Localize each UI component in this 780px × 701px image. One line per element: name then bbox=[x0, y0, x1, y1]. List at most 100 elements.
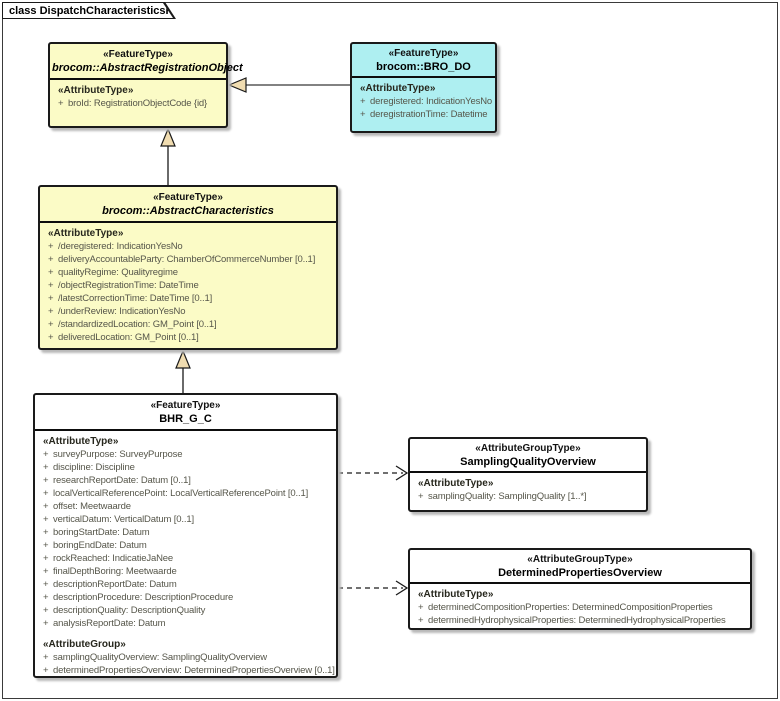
attribute-compartment: «AttributeType» +broId: RegistrationObje… bbox=[50, 80, 226, 112]
attribute-list: + determinedCompositionProperties: Determ… bbox=[414, 601, 748, 627]
attribute-text: determinedCompositionProperties: Determi… bbox=[428, 602, 713, 613]
attribute-text: deliveryAccountableParty: ChamberOfComme… bbox=[58, 254, 316, 265]
attribute-list: + samplingQuality: SamplingQuality [1..*] bbox=[414, 490, 644, 503]
attribute-row: +descriptionReportDate: Datum bbox=[39, 578, 334, 591]
attribute-row: + descriptionProcedure: DescriptionProced… bbox=[39, 591, 334, 604]
attribute-row: +/objectRegistrationTime: DateTime bbox=[44, 279, 334, 292]
class-name: BHR_G_C bbox=[159, 413, 212, 425]
attribute-text: samplingQuality: SamplingQuality [1..*] bbox=[428, 491, 587, 502]
class-name: brocom::AbstractCharacteristics bbox=[102, 205, 274, 217]
visibility-public-icon: + bbox=[43, 501, 49, 512]
attribute-text: researchReportDate: Datum [0..1] bbox=[53, 475, 191, 486]
class-header: «FeatureType» brocom::AbstractRegistrati… bbox=[50, 44, 243, 80]
attribute-text: descriptionProcedure: DescriptionProcedu… bbox=[53, 592, 234, 603]
attribute-row: + localVerticalReferencePoint: LocalVerti… bbox=[39, 487, 334, 500]
attribute-compartment: «AttributeType» +/deregistered: Indicati… bbox=[40, 223, 336, 346]
class-abstractregistrationobject[interactable]: «FeatureType» brocom::AbstractRegistrati… bbox=[48, 42, 243, 128]
class-header: «FeatureType» brocom::AbstractCharacteri… bbox=[40, 187, 336, 223]
diagram-title-tab: class DispatchCharacteristicsResponse2 bbox=[2, 2, 176, 19]
attribute-compartment: «AttributeType» + determinedCompositionPr… bbox=[410, 584, 750, 629]
attribute-text: samplingQualityOverview: SamplingQuality… bbox=[53, 652, 268, 663]
attribute-row: + deliveredLocation: GM_Point [0..1] bbox=[44, 331, 334, 344]
visibility-public-icon: + bbox=[418, 491, 424, 502]
attribute-text: analysisReportDate: Datum bbox=[53, 618, 166, 629]
visibility-public-icon: + bbox=[43, 488, 49, 499]
attribute-text: offset: Meetwaarde bbox=[53, 501, 131, 512]
attribute-text: /objectRegistrationTime: DateTime bbox=[58, 280, 199, 291]
attribute-row: +/deregistered: IndicationYesNo bbox=[44, 240, 334, 253]
attribute-row: +deregistered: IndicationYesNo bbox=[356, 95, 493, 108]
attribute-text: verticalDatum: VerticalDatum [0..1] bbox=[53, 514, 194, 525]
attribute-row: +boringEndDate: Datum bbox=[39, 539, 334, 552]
visibility-public-icon: + bbox=[43, 618, 49, 629]
attribute-text: surveyPurpose: SurveyPurpose bbox=[53, 449, 183, 460]
attribute-text: deliveredLocation: GM_Point [0..1] bbox=[58, 332, 199, 343]
class-bhrgc[interactable]: «FeatureType» BHR_G_C «AttributeType» +s… bbox=[33, 393, 338, 678]
visibility-public-icon: + bbox=[43, 553, 49, 564]
attribute-text: qualityRegime: Qualityregime bbox=[58, 267, 178, 278]
attribute-row: +surveyPurpose: SurveyPurpose bbox=[39, 448, 334, 461]
visibility-public-icon: + bbox=[43, 579, 49, 590]
class-name: brocom::AbstractRegistrationObject bbox=[52, 62, 243, 74]
class-abstractcharacteristics[interactable]: «FeatureType» brocom::AbstractCharacteri… bbox=[38, 185, 338, 350]
attribute-row: + offset: Meetwaarde bbox=[39, 500, 334, 513]
attribute-text: boringStartDate: Datum bbox=[53, 527, 150, 538]
visibility-public-icon: + bbox=[48, 332, 54, 343]
class-stereotype: «FeatureType» bbox=[103, 49, 173, 60]
attribute-compartment: «AttributeType» + samplingQuality: Sampli… bbox=[410, 473, 646, 505]
attribute-list: +/deregistered: IndicationYesNo+delivery… bbox=[44, 240, 334, 344]
attribute-list: +deregistered: IndicationYesNo+ deregistr… bbox=[356, 95, 493, 121]
visibility-public-icon: + bbox=[360, 109, 366, 120]
section-label: «AttributeType» bbox=[360, 83, 436, 94]
attribute-row: + analysisReportDate: Datum bbox=[39, 617, 334, 630]
class-stereotype: «FeatureType» bbox=[153, 192, 223, 203]
attribute-text: /underReview: IndicationYesNo bbox=[58, 306, 186, 317]
attribute-list: +samplingQualityOverview: SamplingQualit… bbox=[39, 651, 335, 677]
class-stereotype: «FeatureType» bbox=[388, 48, 459, 59]
attribute-text: determinedHydrophysicalProperties: Deter… bbox=[428, 615, 726, 626]
attribute-text: deregistrationTime: Datetime bbox=[370, 109, 488, 120]
attribute-text: localVerticalReferencePoint: LocalVertic… bbox=[53, 488, 309, 499]
visibility-public-icon: + bbox=[43, 605, 49, 616]
visibility-public-icon: + bbox=[360, 96, 366, 107]
class-brodo[interactable]: «FeatureType» brocom::BRO_DO «AttributeT… bbox=[350, 42, 497, 133]
attribute-row: +determinedPropertiesOverview: Determine… bbox=[39, 664, 335, 677]
attribute-row: +discipline: Discipline bbox=[39, 461, 334, 474]
section-label: «AttributeType» bbox=[418, 478, 494, 489]
visibility-public-icon: + bbox=[43, 566, 49, 577]
attribute-row: +boringStartDate: Datum bbox=[39, 526, 334, 539]
class-name: DeterminedPropertiesOverview bbox=[498, 567, 662, 579]
section-label: «AttributeType» bbox=[43, 436, 119, 447]
attribute-row: +/standardizedLocation: GM_Point [0..1] bbox=[44, 318, 334, 331]
attribute-text: determinedPropertiesOverview: Determined… bbox=[53, 665, 335, 676]
attribute-row: +researchReportDate: Datum [0..1] bbox=[39, 474, 334, 487]
attribute-row: + broId: RegistrationObjectCode {id} bbox=[54, 97, 224, 110]
class-determinedpropertiesoverview[interactable]: «AttributeGroupType» DeterminedPropertie… bbox=[408, 548, 752, 630]
section-label: «AttributeType» bbox=[418, 589, 494, 600]
class-header: «FeatureType» BHR_G_C bbox=[35, 395, 336, 431]
attribute-text: /deregistered: IndicationYesNo bbox=[58, 241, 183, 252]
class-header: «AttributeGroupType» DeterminedPropertie… bbox=[410, 550, 750, 584]
class-name: SamplingQualityOverview bbox=[460, 456, 596, 468]
class-stereotype: «AttributeGroupType» bbox=[475, 443, 581, 454]
visibility-public-icon: + bbox=[418, 602, 424, 613]
attribute-compartment: «AttributeType» +deregistered: Indicatio… bbox=[352, 78, 495, 123]
attribute-text: broId: RegistrationObjectCode {id} bbox=[68, 98, 208, 109]
attribute-text: rockReached: IndicatieJaNee bbox=[53, 553, 174, 564]
visibility-public-icon: + bbox=[43, 592, 49, 603]
visibility-public-icon: + bbox=[48, 293, 54, 304]
attribute-row: + samplingQuality: SamplingQuality [1..*] bbox=[414, 490, 644, 503]
visibility-public-icon: + bbox=[48, 319, 54, 330]
visibility-public-icon: + bbox=[43, 462, 49, 473]
attribute-row: +determinedHydrophysicalProperties: Dete… bbox=[414, 614, 748, 627]
visibility-public-icon: + bbox=[58, 98, 64, 109]
attribute-row: +finalDepthBoring: Meetwaarde bbox=[39, 565, 334, 578]
class-header: «AttributeGroupType» SamplingQualityOver… bbox=[410, 439, 646, 473]
attribute-row: +/underReview: IndicationYesNo bbox=[44, 305, 334, 318]
class-samplingqualityoverview[interactable]: «AttributeGroupType» SamplingQualityOver… bbox=[408, 437, 648, 512]
attribute-row: + rockReached: IndicatieJaNee bbox=[39, 552, 334, 565]
attribute-row: + descriptionQuality: DescriptionQuality bbox=[39, 604, 334, 617]
attribute-compartment: «AttributeType» +surveyPurpose: SurveyPu… bbox=[35, 431, 336, 679]
attribute-text: descriptionQuality: DescriptionQuality bbox=[53, 605, 206, 616]
